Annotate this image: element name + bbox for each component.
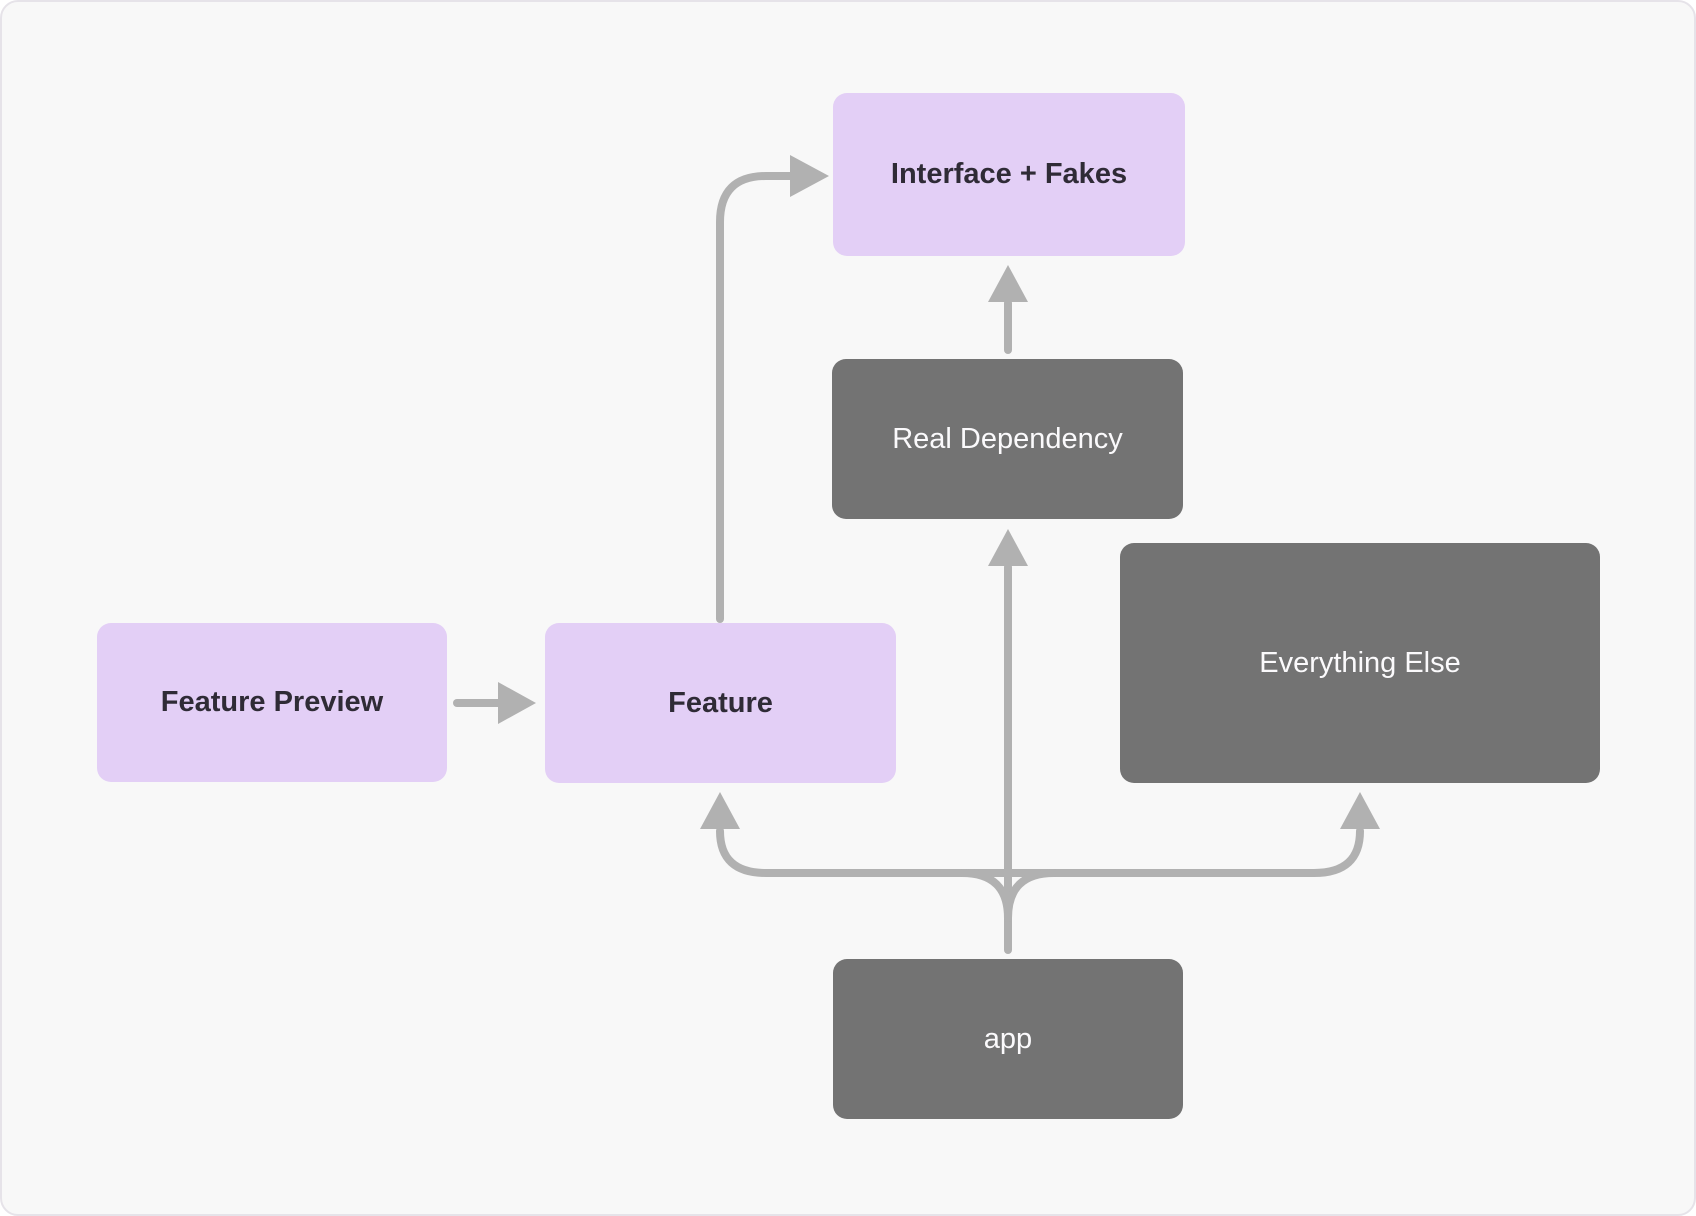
- arrowhead-up-icon: [700, 792, 740, 829]
- node-label: Real Dependency: [892, 422, 1123, 455]
- edge-real-dependency-to-interface-fakes[interactable]: [988, 265, 1028, 354]
- node-label: Interface + Fakes: [890, 158, 1128, 191]
- node-app[interactable]: app: [833, 959, 1183, 1119]
- edge-feature-to-interface-fakes[interactable]: [716, 155, 829, 623]
- edge-line: [716, 172, 794, 623]
- edge-fillet-right: [1004, 869, 1058, 922]
- edge-feature-preview-to-feature[interactable]: [453, 682, 536, 724]
- node-label: Feature Preview: [160, 686, 384, 719]
- node-label: Everything Else: [1259, 646, 1461, 679]
- edge-fillet-left: [958, 869, 1012, 922]
- node-label: app: [983, 1022, 1033, 1055]
- node-feature[interactable]: Feature: [545, 623, 896, 783]
- node-everything-else[interactable]: Everything Else: [1120, 543, 1600, 783]
- arrowhead-right-icon: [498, 682, 536, 724]
- edge-line: [716, 827, 1364, 877]
- arrowhead-up-icon: [1340, 792, 1380, 829]
- arrowhead-up-icon: [988, 265, 1028, 302]
- node-label: Feature: [668, 686, 773, 719]
- node-real-dependency[interactable]: Real Dependency: [832, 359, 1183, 519]
- edge-app-to-real-dependency[interactable]: [988, 529, 1028, 954]
- arrowhead-up-icon: [988, 529, 1028, 566]
- arrowhead-right-icon: [790, 155, 829, 197]
- node-feature-preview[interactable]: Feature Preview: [97, 623, 447, 782]
- node-interface-fakes[interactable]: Interface + Fakes: [833, 93, 1185, 256]
- edge-app-branch-bar[interactable]: [700, 792, 1380, 922]
